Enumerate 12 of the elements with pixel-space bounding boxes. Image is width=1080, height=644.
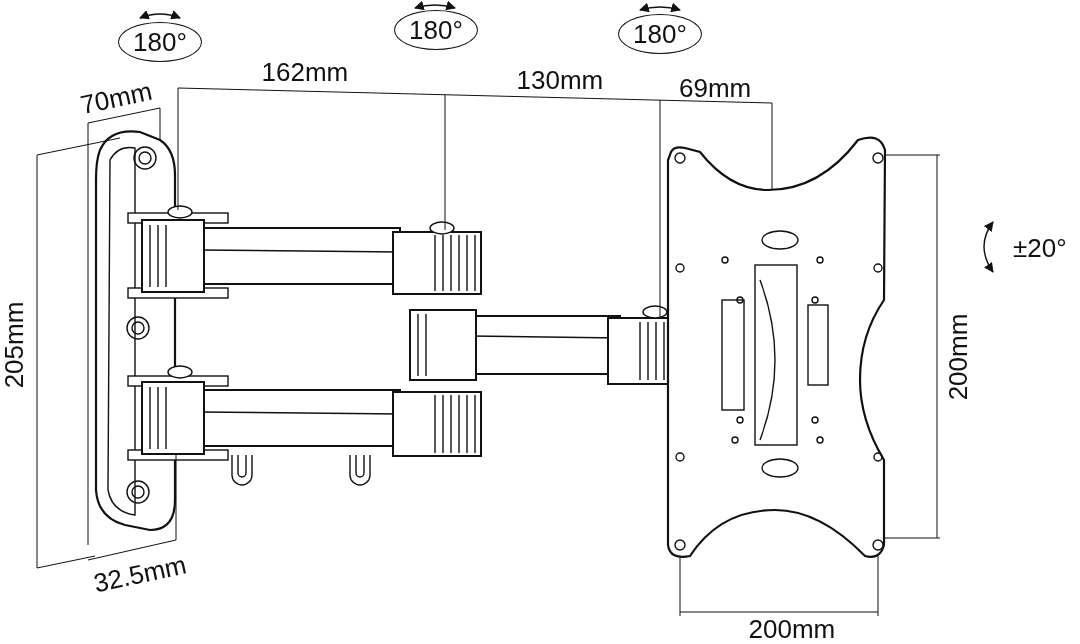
dimension-label: 200mm	[944, 313, 971, 401]
dimension-label: 162mm	[261, 59, 349, 85]
rotation-angle-label: 180°	[618, 14, 702, 54]
dimension-label: 200mm	[748, 616, 836, 642]
dimension-label: 32.5mm	[91, 551, 189, 597]
dimension-label: 130mm	[516, 67, 604, 93]
dimension-label: 205mm	[0, 301, 27, 389]
dimension-label: 69mm	[679, 75, 752, 101]
rotation-angle-label: 180°	[394, 10, 478, 50]
dimension-label: ±20°	[1013, 235, 1067, 261]
rotation-angle-label: 180°	[118, 22, 202, 62]
dimension-label: 70mm	[78, 77, 155, 119]
